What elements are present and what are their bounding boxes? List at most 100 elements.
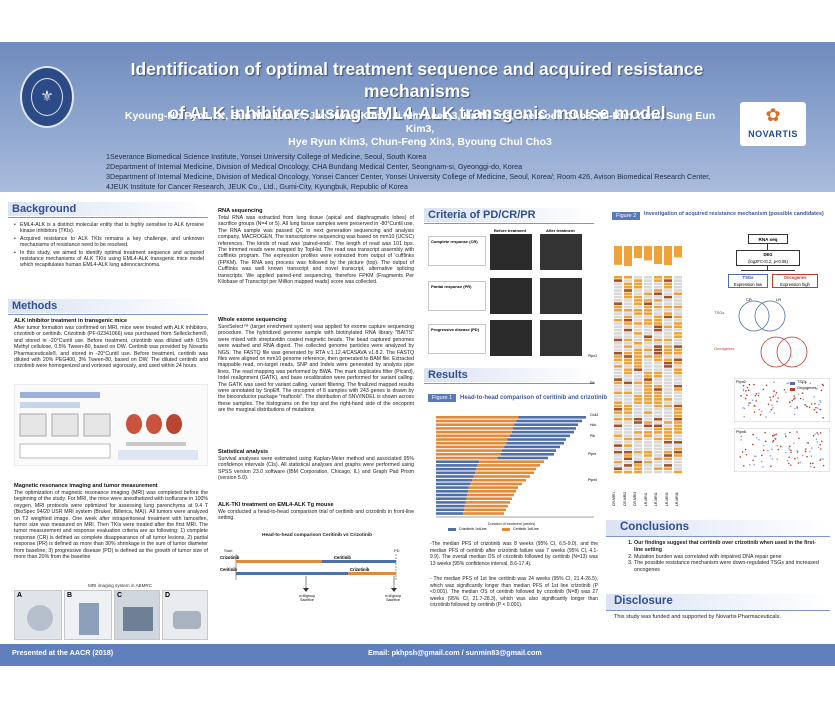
oncoprint-cell [614, 444, 622, 447]
oncoprint-cell [624, 342, 632, 345]
oncoprint-cell [624, 401, 632, 404]
scatter-point [744, 397, 747, 400]
oncoprint-cell [644, 404, 652, 408]
oncoprint-cell [664, 378, 672, 381]
flow-deg: DEG (log2FC<0.2, p<0.05) [736, 250, 800, 266]
oncoprint-cell [624, 338, 632, 342]
swimmer-plot [436, 416, 594, 518]
oncoprint-cell [624, 467, 632, 470]
oncoprint-cell [634, 335, 642, 338]
swimmer-bar [509, 434, 570, 438]
oncoprint-cell [624, 411, 632, 414]
scatter-point [798, 437, 800, 440]
oncoprint-cell [664, 391, 672, 395]
oncoprint-cell [654, 292, 662, 296]
oncoprint-cell [654, 355, 662, 358]
panel-label-a: A [17, 592, 23, 599]
background-heading-bg [8, 202, 208, 216]
scatter-point [787, 462, 790, 465]
criteria-pd-label: Progressive disease (PD) [431, 327, 480, 332]
oncoprint-cell [674, 371, 682, 375]
criteria-heading-bg [424, 208, 594, 222]
legend-swatch-crizotinib [448, 528, 456, 531]
scatter-point [805, 448, 807, 450]
authors-line-1: Kyoung-Ho Pyo1, 3*, Sun Min Lim2*, Jae H… [124, 110, 716, 135]
swimmer-bar [436, 416, 519, 419]
scatter-point [762, 444, 765, 447]
oncoprint-cell [674, 315, 682, 319]
oncoprint-cell [644, 345, 652, 348]
oncoprint-cell [644, 441, 652, 444]
scatter-point [815, 438, 818, 441]
oncoprint-cell [654, 431, 662, 434]
scatter-point [757, 438, 760, 441]
oncoprint-cell [614, 302, 622, 305]
oncoprint-cell [664, 348, 672, 352]
oncoprint-cell [624, 322, 632, 325]
oncoprint-cell [634, 417, 642, 421]
oncoprint-cell [664, 365, 672, 368]
scatter-point [761, 454, 763, 457]
oncoprint-cell [624, 457, 632, 461]
oncoprint-cell [644, 427, 652, 431]
panel-label-c: C [117, 592, 123, 599]
scatter-point [759, 414, 762, 416]
swimmer-bar [465, 501, 510, 504]
swimmer-bar [436, 453, 501, 456]
oncoprint-cell [614, 279, 622, 282]
oncoprint-cell [634, 408, 642, 411]
results-text-1: -The median PFS of crizotinib was 8 week… [430, 541, 598, 567]
oncoprint-cell [644, 338, 652, 342]
schema-row1-right: Ceritinib [334, 555, 351, 560]
oncoprint-cell [614, 404, 622, 408]
oncoprint-cell [614, 434, 622, 437]
oncoprint-cell [624, 371, 632, 375]
oncoprint-cell [664, 464, 672, 467]
scatter-point [773, 381, 775, 384]
oncoprint-cell [644, 361, 652, 365]
oncoprint-cell [664, 408, 672, 411]
mri-photo-d: D [162, 590, 208, 640]
panel-label-d: D [165, 592, 171, 599]
affiliation-1: 1Severance Biomedical Science Institute,… [106, 152, 427, 161]
flow-tsg-label: TSGs [742, 275, 754, 280]
oncoprint-cell [654, 295, 662, 299]
scatter-point [777, 397, 779, 399]
oncoprint-cell [674, 299, 682, 302]
oncoprint-cell [624, 315, 632, 319]
header-band [0, 42, 835, 192]
oncoprint-cell [634, 378, 642, 381]
oncoprint-cell [644, 355, 652, 358]
scatter-point [799, 397, 802, 400]
scatter-point [788, 448, 791, 451]
gene-label: Ptk [590, 434, 596, 438]
oncoprint-cell [644, 328, 652, 332]
oncoprint-cell [634, 371, 642, 375]
oncoprint-cell [644, 408, 652, 411]
oncoprint-cell [664, 279, 672, 282]
oncoprint-cell [674, 365, 682, 368]
oncoprint-cell [624, 408, 632, 411]
oncoprint-cell [654, 305, 662, 309]
oncoprint-cell [614, 388, 622, 391]
oncoprint-cell [674, 295, 682, 299]
oncoprint-cell [614, 384, 622, 388]
scatter-point [819, 408, 822, 411]
scatter-point [746, 394, 748, 397]
scatter-point [809, 462, 812, 465]
oncoprint-cell [634, 289, 642, 292]
oncoprint-cell [624, 414, 632, 418]
oncoprint-cell [674, 401, 682, 404]
oncoprint-cell [644, 378, 652, 381]
scatter-point [788, 447, 790, 449]
conclusions-heading: Conclusions [620, 521, 690, 533]
oncoprint-cell [664, 427, 672, 431]
oncoprint-heatmap [614, 246, 682, 474]
oncoprint-cell [634, 276, 642, 279]
scatter-point [762, 388, 765, 391]
oncoprint-cell [674, 368, 682, 371]
oncoprint-cell [674, 348, 682, 352]
scatter-point [796, 431, 798, 433]
swimmer-bar [436, 508, 464, 512]
oncoprint-cell [614, 312, 622, 315]
